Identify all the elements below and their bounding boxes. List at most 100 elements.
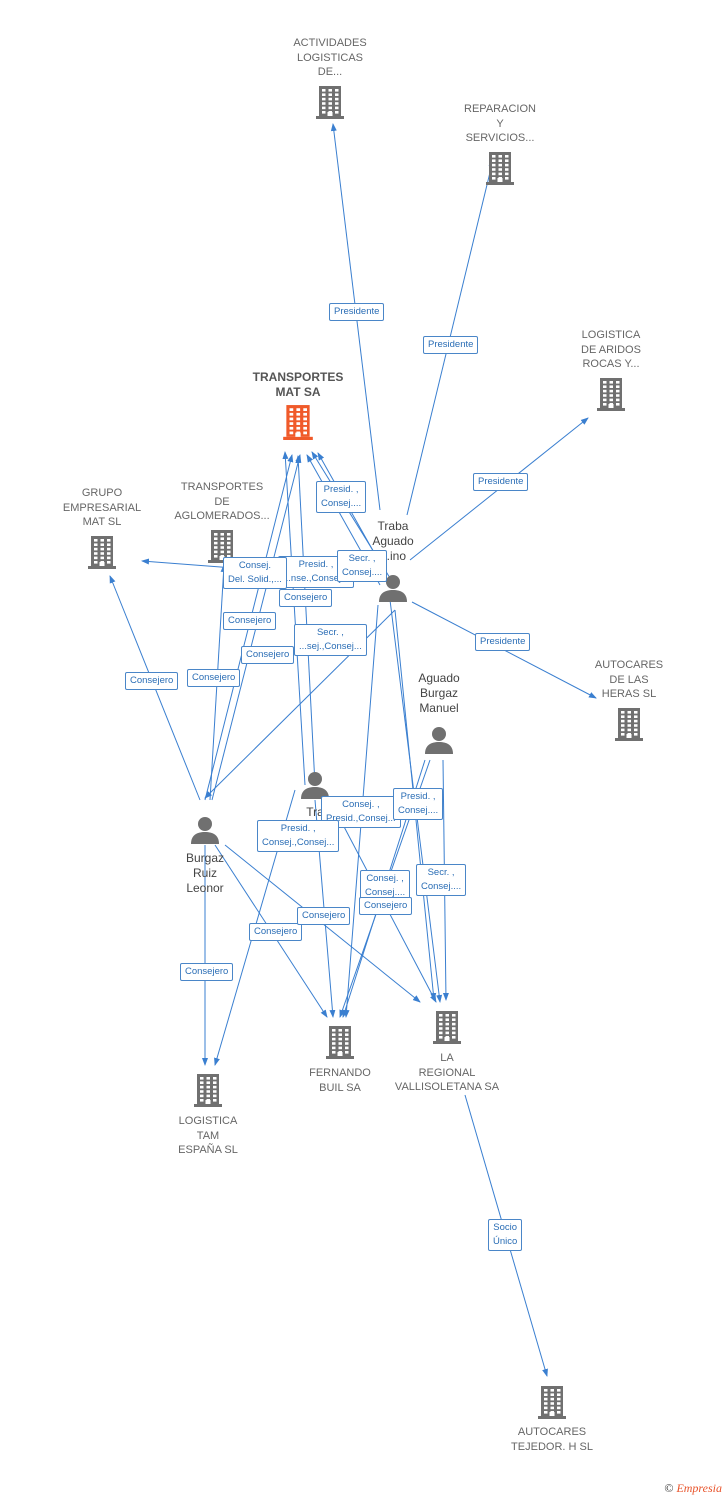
building-icon[interactable] xyxy=(597,377,625,416)
role-label-line: Presid. , xyxy=(323,484,359,495)
role-label[interactable]: Presid. ,Consej.... xyxy=(393,788,444,820)
building-icon[interactable] xyxy=(208,529,236,568)
role-label[interactable]: Secr. ,...sej.,Consej... xyxy=(294,624,367,656)
company-label-line: REGIONAL xyxy=(418,1066,476,1079)
building-icon[interactable] xyxy=(88,535,116,574)
role-label[interactable]: Presidente xyxy=(475,633,531,651)
company-label-line: HERAS SL xyxy=(601,688,657,700)
role-label-line: Consej.... xyxy=(342,567,383,578)
role-label-line: Consej. , xyxy=(342,799,380,810)
role-label[interactable]: Consejero xyxy=(279,589,333,607)
person-icon[interactable] xyxy=(378,574,408,607)
company-label-actividades[interactable]: ACTIVIDADES LOGISTICAS DE... xyxy=(270,36,390,80)
role-label-line: Secr. , xyxy=(316,627,344,638)
role-label-line: Consej.... xyxy=(365,887,406,898)
company-label-line: BUIL SA xyxy=(319,1081,361,1094)
company-label-line: LOGISTICAS xyxy=(296,51,364,64)
company-label-line: DE xyxy=(214,495,230,508)
company-label-line: GRUPO xyxy=(81,487,123,499)
role-label-line: Único xyxy=(493,1236,518,1247)
brand-logo[interactable]: Empresia xyxy=(676,1481,722,1495)
building-icon[interactable] xyxy=(486,151,514,190)
person-icon[interactable] xyxy=(424,726,454,759)
role-label[interactable]: Consej. ,Consej.... xyxy=(360,870,411,902)
role-label[interactable]: Presid. , Consej.... xyxy=(316,481,367,513)
person-icon[interactable] xyxy=(190,816,220,849)
role-label[interactable]: Consejero xyxy=(249,923,303,941)
role-label[interactable]: Consej.Del. Solid.,... xyxy=(223,557,287,589)
role-label[interactable]: Consejero xyxy=(241,646,295,664)
role-label-line: Consej.... xyxy=(321,498,362,509)
role-label-line: Presidente xyxy=(478,476,524,487)
role-label[interactable]: Consejero xyxy=(180,963,234,981)
role-label-line: Consejero xyxy=(364,900,408,911)
company-label-line: SERVICIOS... xyxy=(465,132,535,144)
company-label-line: TRANSPORTES xyxy=(180,481,264,493)
role-label-line: Consejero xyxy=(192,672,236,683)
company-label-line: MAT SA xyxy=(275,384,321,399)
role-label[interactable]: Presidente xyxy=(329,303,385,321)
role-label-line: Presidente xyxy=(334,306,380,317)
building-icon[interactable] xyxy=(433,1010,461,1049)
role-label-line: Del. Solid.,... xyxy=(228,574,282,585)
role-label[interactable]: Secr. , Consej.... xyxy=(416,864,467,896)
role-label-line: Presid.,Consej... xyxy=(326,813,396,824)
role-label-line: Consejero xyxy=(130,675,174,686)
role-label-line: Secr. , xyxy=(348,553,376,564)
role-label-line: Consejero xyxy=(284,592,328,603)
company-label-line: FERNANDO xyxy=(309,1067,371,1079)
person-label-line: Aguado xyxy=(418,671,460,685)
company-label-line: MAT SL xyxy=(82,516,122,528)
role-label-line: Consej.,Consej... xyxy=(262,837,335,848)
role-label-line: Consej.... xyxy=(421,881,462,892)
building-icon[interactable] xyxy=(316,85,344,124)
relation-edge xyxy=(295,455,316,786)
building-icon[interactable] xyxy=(538,1385,566,1424)
company-label-line: ESPAÑA SL xyxy=(178,1144,238,1156)
role-label[interactable]: Consejero xyxy=(187,669,241,687)
building-icon[interactable] xyxy=(283,404,313,445)
person-label-line: Leonor xyxy=(186,881,224,895)
role-label[interactable]: Secr. , Consej.... xyxy=(337,550,388,582)
building-icon[interactable] xyxy=(615,707,643,746)
role-label-line: Secr. , xyxy=(427,867,455,878)
person-label-tra[interactable]: Tra xyxy=(275,805,355,820)
company-label-line: DE... xyxy=(317,66,343,78)
person-label-line: Aguado xyxy=(372,534,414,548)
company-label-line: LOGISTICA xyxy=(581,329,641,341)
role-label-line: Consejero xyxy=(246,649,290,660)
role-label-line: Presidente xyxy=(480,636,526,647)
role-label[interactable]: Consejero xyxy=(125,672,179,690)
role-label-line: Consejero xyxy=(254,926,298,937)
company-label-line: ACTIVIDADES xyxy=(293,37,367,49)
role-label-line: Consejero xyxy=(228,615,272,626)
role-label-line: Presidente xyxy=(428,339,474,350)
role-label[interactable]: Presidente xyxy=(423,336,479,354)
role-label[interactable]: Presidente xyxy=(473,473,529,491)
role-label[interactable]: Presid. ,Consej.,Consej... xyxy=(257,820,340,852)
building-icon[interactable] xyxy=(194,1073,222,1112)
role-label[interactable]: Consejero xyxy=(359,897,413,915)
building-icon[interactable] xyxy=(326,1025,354,1064)
company-label-fernando-buil[interactable]: FERNANDO BUIL SA xyxy=(280,1066,400,1095)
company-label-line: ROCAS Y... xyxy=(582,358,640,370)
company-label-line: REPARACION xyxy=(464,103,536,115)
company-label-line: TAM xyxy=(196,1129,220,1142)
role-label[interactable]: Consejero xyxy=(297,907,351,925)
role-label-line: Consejero xyxy=(302,910,346,921)
company-label-line: DE LAS xyxy=(609,673,649,686)
role-label[interactable]: Consejero xyxy=(223,612,277,630)
